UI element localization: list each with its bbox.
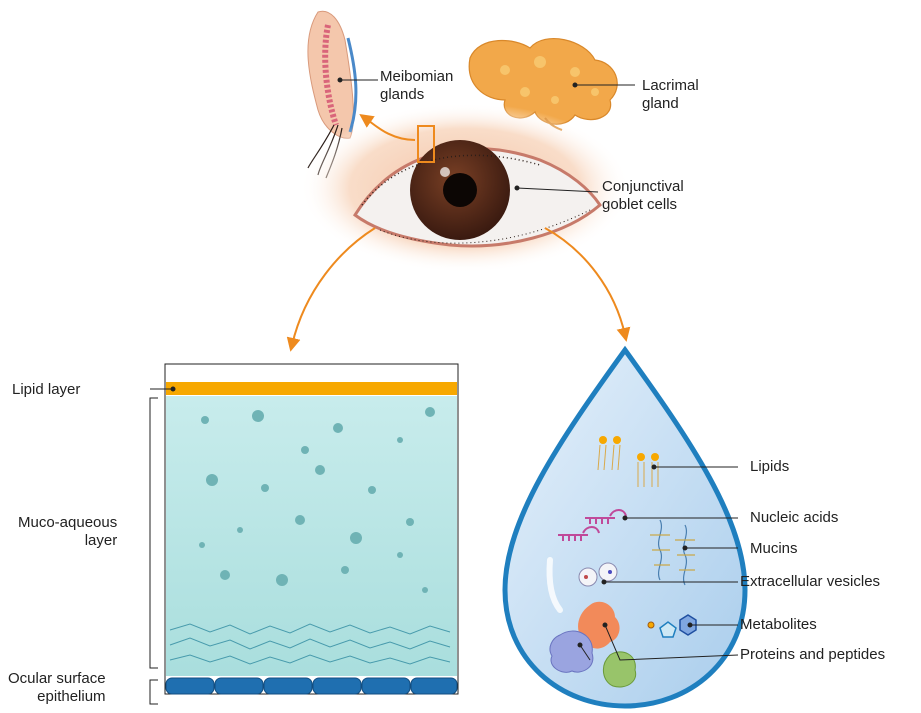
meibomian-glands-label: Meibomian glands: [380, 68, 453, 104]
lipid-layer-band: [166, 382, 457, 395]
lipid-layer-label: Lipid layer: [12, 381, 80, 399]
extracellular-vesicles-label: Extracellular vesicles: [740, 573, 880, 591]
tear-drop: [505, 350, 745, 706]
conjunctival-goblet-cells-label: Conjunctival goblet cells: [602, 178, 684, 214]
lacrimal-gland-label: Lacrimal gland: [642, 77, 699, 113]
muco-aqueous-band: [166, 396, 457, 676]
proteins-and-peptides-label: Proteins and peptides: [740, 646, 885, 664]
ocular-surface-epithelium-label: Ocular surface epithelium: [8, 670, 106, 706]
metabolites-label: Metabolites: [740, 616, 817, 634]
mucins-label: Mucins: [750, 540, 798, 558]
tear-film-cross-section: [165, 364, 458, 694]
nucleic-acids-label: Nucleic acids: [750, 509, 838, 527]
lipids-label: Lipids: [750, 458, 789, 476]
muco-aqueous-layer-label: Muco-aqueous layer: [18, 514, 117, 550]
